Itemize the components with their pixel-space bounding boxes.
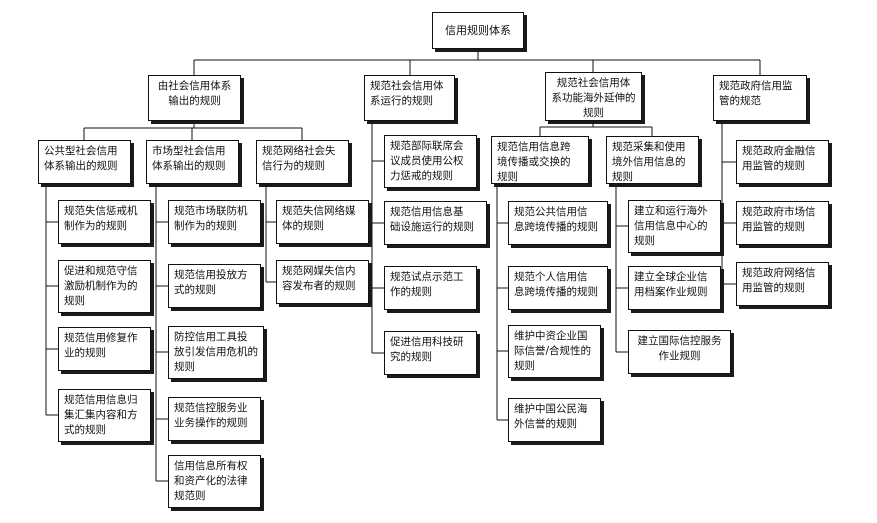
leaf-market-2: 规范信用投放方 式的规则 <box>168 264 261 308</box>
leaf-crossborder-3: 维护中资企业国 际信誉/合规性的 规则 <box>508 325 601 378</box>
leaf-public-1: 规范失信惩戒机 制作为的规则 <box>58 200 151 244</box>
leaf-gov-3: 规范政府网络信 用监管的规则 <box>736 262 829 306</box>
node-network: 规范网络社会失 信行为的规则 <box>256 140 349 184</box>
leaf-operation-4: 促进信用科技研 究的规则 <box>384 331 477 375</box>
node-cross-border: 规范信用信息跨 境传播或交换的 规则 <box>491 136 589 184</box>
node-social-credit-output: 由社会信用体系 输出的规则 <box>148 75 241 121</box>
leaf-public-3: 规范信用修复作 业的规则 <box>58 327 151 371</box>
leaf-market-4: 规范信控服务业 业务操作的规则 <box>168 397 261 441</box>
node-gov-supervision: 规范政府信用监 管的规范 <box>713 75 807 121</box>
leaf-network-2: 规范网媒失信内 容发布者的规则 <box>276 260 369 304</box>
leaf-gov-2: 规范政府市场信 用监管的规则 <box>736 201 829 245</box>
leaf-operation-1: 规范部际联席会 议成员使用公权 力惩戒的规则 <box>384 135 477 188</box>
leaf-public-2: 促进和规范守信 激励机制作为的 规则 <box>58 260 151 313</box>
leaf-market-1: 规范市场联防机 制作为的规则 <box>168 200 261 244</box>
leaf-crossborder-2: 规范个人信用信 息跨境传播的规则 <box>508 266 608 310</box>
node-overseas-extension: 规范社会信用体 系功能海外延伸的 规则 <box>545 72 642 121</box>
leaf-foreign-1: 建立和运行海外 信用信息中心的 规则 <box>628 200 721 253</box>
leaf-crossborder-4: 维护中国公民海 外信誉的规则 <box>508 398 601 442</box>
node-public-type: 公共型社会信用 体系输出的规则 <box>38 140 131 184</box>
node-system-operation: 规范社会信用体 系运行的规则 <box>364 75 455 121</box>
leaf-market-5: 信用信息所有权 和资产化的法律 规范则 <box>168 455 261 508</box>
leaf-foreign-3: 建立国际信控服务 作业规则 <box>628 330 731 374</box>
leaf-public-4: 规范信用信息归 集汇集内容和方 式的规则 <box>58 389 151 442</box>
leaf-operation-3: 规范试点示范工 作的规则 <box>384 266 477 310</box>
leaf-gov-1: 规范政府金融信 用监管的规则 <box>736 140 829 184</box>
node-root: 信用规则体系 <box>432 12 524 49</box>
leaf-crossborder-1: 规范公共信用信 息跨境传播的规则 <box>508 201 608 245</box>
leaf-market-3: 防控信用工具投 放引发信用危机的 规则 <box>168 326 264 379</box>
leaf-foreign-2: 建立全球企业信 用档案作业规则 <box>628 266 721 310</box>
node-foreign-info: 规范采集和使用 境外信用信息的 规则 <box>606 136 699 184</box>
node-market-type: 市场型社会信用 体系输出的规则 <box>146 140 239 184</box>
leaf-network-1: 规范失信网络媒 体的规则 <box>276 200 369 244</box>
leaf-operation-2: 规范信用信息基 础设施运行的规则 <box>384 201 487 245</box>
